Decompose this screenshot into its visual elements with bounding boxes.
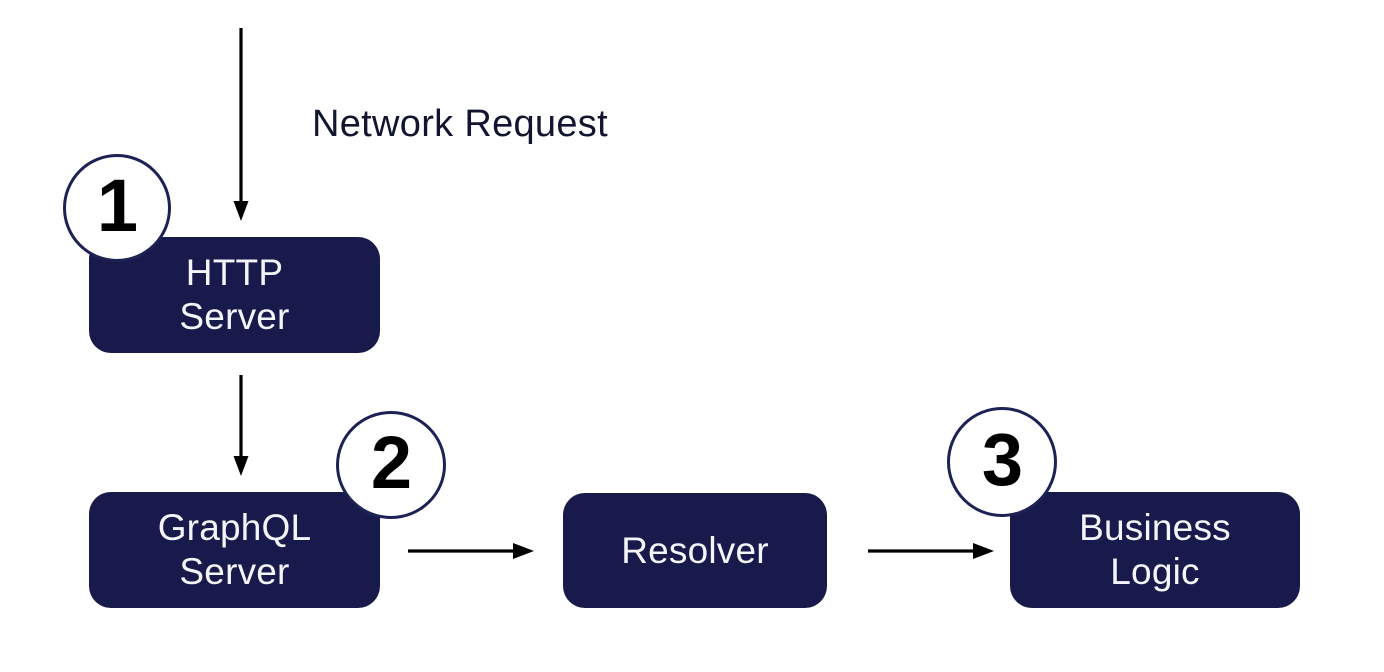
arrow-graphql-to-resolver xyxy=(408,543,534,559)
step-badge-2[interactable]: 2 xyxy=(336,411,446,519)
step-badge-2-number: 2 xyxy=(370,421,412,504)
arrow-network-request xyxy=(233,28,249,221)
step-badge-1-number: 1 xyxy=(96,164,138,247)
arrow-http-to-graphql xyxy=(233,375,249,476)
node-business-logic-label: Business Logic xyxy=(1079,507,1231,592)
step-badge-3[interactable]: 3 xyxy=(947,407,1057,517)
node-business-logic[interactable]: Business Logic xyxy=(1010,492,1300,608)
node-graphql-server[interactable]: GraphQL Server xyxy=(89,492,380,608)
step-badge-3-number: 3 xyxy=(981,418,1023,501)
node-resolver[interactable]: Resolver xyxy=(563,493,827,608)
node-http-server-label: HTTP Server xyxy=(179,252,290,337)
edge-label-network-request: Network Request xyxy=(312,103,608,145)
node-resolver-label: Resolver xyxy=(621,529,769,571)
step-badge-1[interactable]: 1 xyxy=(63,154,171,262)
node-graphql-server-label: GraphQL Server xyxy=(157,507,312,592)
arrow-resolver-to-business-logic xyxy=(868,543,994,559)
